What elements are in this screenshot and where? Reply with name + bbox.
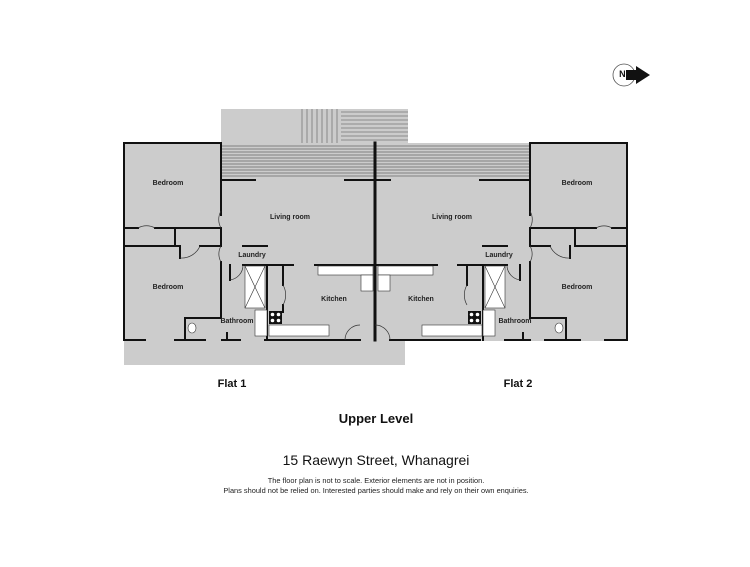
room-label-kitchen: Kitchen <box>321 296 347 303</box>
property-address: 15 Raewyn Street, Whanagrei <box>282 452 470 468</box>
kitchen-bench-top-icon <box>377 265 434 276</box>
stairs <box>301 109 338 143</box>
kitchen-bench-top-icon <box>317 265 374 276</box>
cooktop-burners <box>270 312 480 323</box>
exterior-areas <box>124 109 408 365</box>
kitchen-sink-icon <box>377 274 391 292</box>
room-label-living-room: Living room <box>431 214 473 221</box>
disclaimer-line-2: Plans should not be relied on. Intereste… <box>223 486 529 495</box>
vanity-sink-icon <box>254 309 268 337</box>
disclaimer-line-1: The floor plan is not to scale. Exterior… <box>267 476 485 485</box>
level-title: Upper Level <box>338 411 414 426</box>
upper-deck-boards <box>341 111 408 141</box>
room-label-bedroom: Bedroom <box>561 284 593 291</box>
room-label-laundry: Laundry <box>238 252 266 259</box>
room-label-bedroom: Bedroom <box>152 284 184 291</box>
kitchen-bench-icon <box>421 324 483 337</box>
compass-letter: N <box>619 69 626 79</box>
toilet-icon <box>554 322 564 334</box>
room-label-laundry: Laundry <box>485 252 513 259</box>
kitchen-sink-icon <box>360 274 374 292</box>
kitchen-bench-icon <box>268 324 330 337</box>
fixtures <box>187 265 564 337</box>
room-label-bedroom: Bedroom <box>152 180 184 187</box>
vanity-sink-icon <box>482 309 496 337</box>
door-swings <box>137 210 613 341</box>
room-label-bathroom: Bathroom <box>220 318 254 325</box>
room-label-kitchen: Kitchen <box>408 296 434 303</box>
toilet-icon <box>187 322 197 334</box>
room-label-living-room: Living room <box>269 214 311 221</box>
room-label-bathroom: Bathroom <box>498 318 532 325</box>
walls <box>123 141 628 342</box>
flat-2-label: Flat 2 <box>503 378 533 390</box>
flat-1-label: Flat 1 <box>217 378 247 390</box>
north-arrow-icon <box>612 63 650 87</box>
room-label-bedroom: Bedroom <box>561 180 593 187</box>
